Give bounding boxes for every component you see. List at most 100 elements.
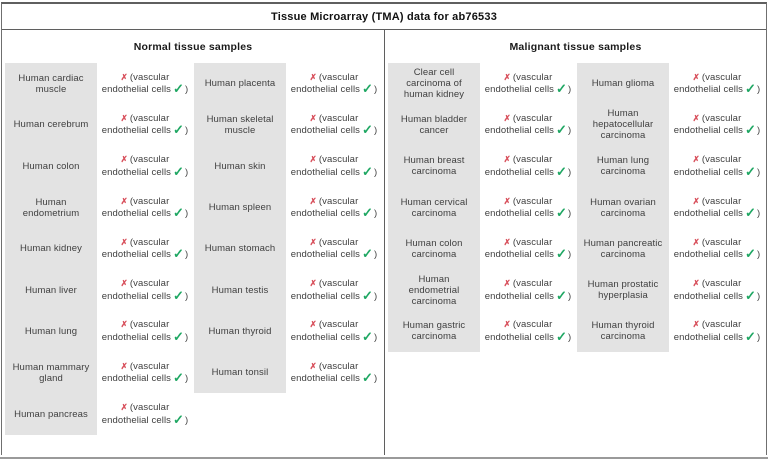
tissue-name-cell: Human kidney xyxy=(5,228,97,270)
result-line2: endothelial cells✓) xyxy=(291,330,378,344)
result-line1: ✗(vascular xyxy=(121,237,170,249)
negative-x-icon: ✗ xyxy=(309,154,317,165)
negative-x-icon: ✗ xyxy=(692,154,700,165)
positive-check-icon: ✓ xyxy=(173,287,185,303)
result-line1-text: (vascular xyxy=(318,195,359,207)
result-line1-text: (vascular xyxy=(129,402,170,414)
result-line1-text: (vascular xyxy=(318,112,359,124)
result-line2-text: endothelial cells xyxy=(101,166,172,178)
result-line2: endothelial cells✓) xyxy=(674,82,761,96)
result-line2: endothelial cells✓) xyxy=(101,287,189,303)
closing-paren: ) xyxy=(757,331,761,343)
result-line2-text: endothelial cells xyxy=(673,290,744,302)
result-line1-text: (vascular xyxy=(318,360,359,372)
result-line2-text: endothelial cells xyxy=(484,290,555,302)
result-line2-text: endothelial cells xyxy=(484,208,555,220)
result-line2: endothelial cells✓) xyxy=(291,81,378,97)
positive-check-icon: ✓ xyxy=(362,370,374,386)
closing-paren: ) xyxy=(374,166,378,178)
negative-x-icon: ✗ xyxy=(309,195,317,206)
negative-x-icon: ✗ xyxy=(120,154,128,165)
positive-check-icon: ✓ xyxy=(556,81,568,97)
result-line2-text: endothelial cells xyxy=(290,166,361,178)
tissue-name-cell: Human spleen xyxy=(194,186,286,229)
closing-paren: ) xyxy=(568,290,572,302)
table-title-bar: Tissue Microarray (TMA) data for ab76533 xyxy=(2,4,766,30)
positive-check-icon: ✓ xyxy=(173,163,185,179)
result-line1-text: (vascular xyxy=(512,154,553,166)
result-line1-text: (vascular xyxy=(318,154,359,166)
tissue-name-cell: Human thyroid xyxy=(194,310,286,353)
result-line2: endothelial cells✓) xyxy=(291,370,378,386)
result-line2: endothelial cells✓) xyxy=(101,163,189,179)
tma-data-table: Tissue Microarray (TMA) data for ab76533… xyxy=(1,2,767,455)
result-line2-text: endothelial cells xyxy=(101,290,172,302)
result-line1-text: (vascular xyxy=(512,319,553,331)
closing-paren: ) xyxy=(568,249,572,261)
negative-x-icon: ✗ xyxy=(309,319,317,330)
result-line2-text: endothelial cells xyxy=(484,166,555,178)
closing-paren: ) xyxy=(185,208,189,220)
result-line2-text: endothelial cells xyxy=(673,125,744,137)
result-line1: ✗(vascular xyxy=(693,196,742,208)
result-line1-text: (vascular xyxy=(318,278,359,290)
positive-check-icon: ✓ xyxy=(362,287,374,303)
closing-paren: ) xyxy=(185,331,189,343)
negative-x-icon: ✗ xyxy=(503,236,511,247)
result-line2-text: endothelial cells xyxy=(101,125,172,137)
result-line2-text: endothelial cells xyxy=(101,373,172,385)
tissue-name-cell: Human testis xyxy=(194,269,286,311)
result-line1: ✗(vascular xyxy=(121,154,170,166)
positive-check-icon: ✓ xyxy=(362,81,374,97)
tissue-name-cell: Human lung carcinoma xyxy=(577,145,669,187)
result-line1-text: (vascular xyxy=(701,195,742,207)
tissue-name-cell: Human cardiac muscle xyxy=(5,63,97,105)
tissue-name-cell: Human ovarian carcinoma xyxy=(577,186,669,229)
result-line2-text: endothelial cells xyxy=(290,208,361,220)
closing-paren: ) xyxy=(757,125,761,137)
positive-check-icon: ✓ xyxy=(745,287,757,303)
result-line1: ✗(vascular xyxy=(121,113,170,125)
result-line1-text: (vascular xyxy=(318,236,359,248)
tissue-name-cell: Human stomach xyxy=(194,228,286,270)
negative-x-icon: ✗ xyxy=(692,319,700,330)
positive-check-icon: ✓ xyxy=(745,328,757,344)
result-line2-text: endothelial cells xyxy=(101,84,172,96)
result-line1: ✗(vascular xyxy=(504,237,553,249)
positive-check-icon: ✓ xyxy=(362,122,374,138)
result-line2: endothelial cells✓) xyxy=(290,206,378,220)
result-line1: ✗(vascular xyxy=(310,196,359,208)
panel-header: Normal tissue samples xyxy=(133,40,253,53)
negative-x-icon: ✗ xyxy=(309,112,317,123)
result-line2: endothelial cells✓) xyxy=(102,206,189,220)
tissue-name-cell: Human prostatic hyperplasia xyxy=(577,269,669,311)
table-title: Tissue Microarray (TMA) data for ab76533 xyxy=(270,10,498,23)
result-line1: ✗(vascular xyxy=(121,72,170,84)
negative-x-icon: ✗ xyxy=(503,278,511,289)
result-line2: endothelial cells✓) xyxy=(485,248,572,261)
negative-x-icon: ✗ xyxy=(120,71,128,82)
closing-paren: ) xyxy=(757,249,761,261)
result-line1-text: (vascular xyxy=(129,112,170,124)
